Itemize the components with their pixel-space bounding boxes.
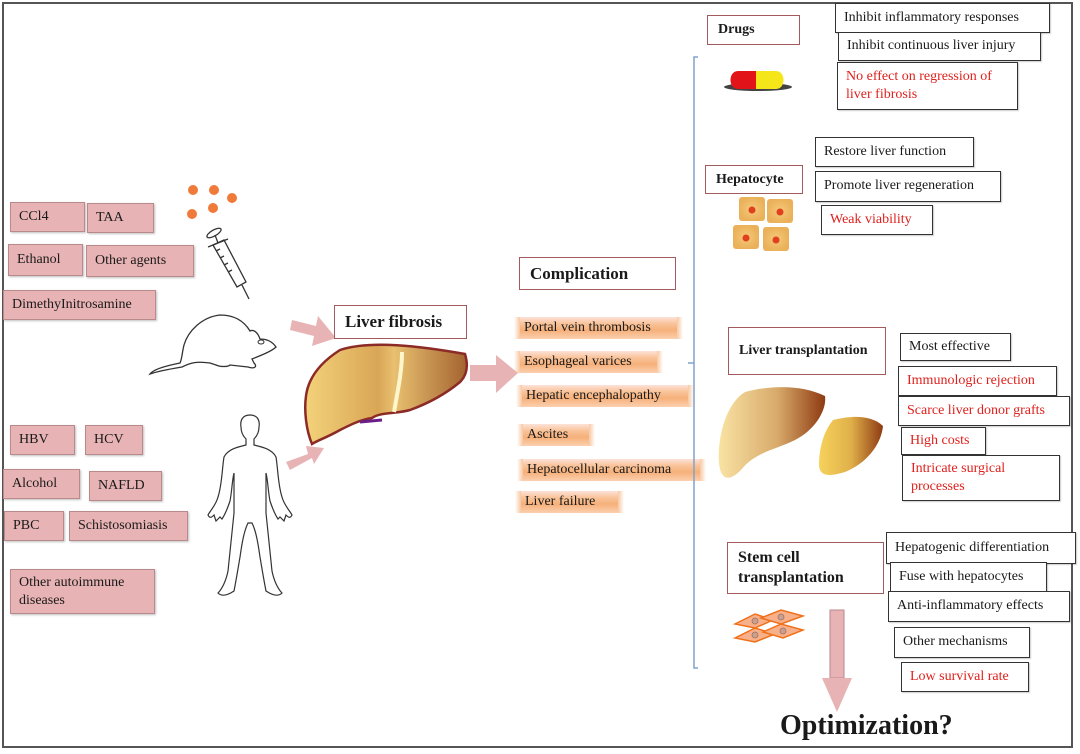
hepatocyte-benefit: Promote liver regeneration (815, 171, 1001, 202)
liver-transplantation-limitation: Scarce liver donor grafts (898, 396, 1070, 426)
arrow-human-to-liver (286, 446, 324, 470)
hepatocyte-limitation: Weak viability (821, 205, 933, 235)
syringe-icon (206, 227, 250, 300)
liver-transplantation-benefit: Most effective (900, 333, 1011, 361)
cause-agent-box: CCl4 (10, 202, 85, 232)
hepatocyte-cells-icon (733, 197, 793, 251)
cause-etiology-box: HCV (85, 425, 143, 455)
cause-agent-box: Other agents (86, 245, 194, 277)
cause-etiology-box: NAFLD (89, 471, 162, 501)
fibrotic-liver-icon (304, 343, 469, 446)
stem-cell-benefit: Other mechanisms (894, 627, 1030, 658)
cause-etiology-box: Other autoimmune diseases (10, 569, 155, 614)
stem-cell-benefit: Anti-inflammatory effects (888, 591, 1070, 622)
cause-etiology-box: PBC (4, 511, 64, 541)
complication-item: Esophageal varices (514, 351, 663, 373)
hepatocyte-benefit: Restore liver function (815, 137, 974, 167)
treatment-liver-transplantation-label: Liver transplantation (728, 327, 886, 375)
complication-item: Liver failure (515, 491, 624, 513)
chemical-dots-icon (187, 185, 237, 219)
stem-cell-benefit: Hepatogenic differentiation (886, 532, 1076, 564)
cause-etiology-box: Schistosomiasis (69, 511, 188, 541)
drugs-benefit: Inhibit inflammatory responses (835, 3, 1050, 33)
liver-transplantation-limitation: Intricate surgical processes (902, 455, 1060, 501)
arrow-liver-to-complication (470, 355, 518, 393)
treatment-hepatocyte-label: Hepatocyte (705, 165, 803, 194)
liver-transplantation-limitation: High costs (901, 427, 986, 455)
human-body-icon (207, 414, 293, 596)
complication-item: Hepatocellular carcinoma (517, 459, 706, 481)
liver-fibrosis-label: Liver fibrosis (334, 305, 467, 339)
treatment-drugs-label: Drugs (707, 15, 800, 45)
cause-etiology-box: Alcohol (3, 469, 80, 499)
cause-agent-box: Ethanol (8, 244, 83, 276)
drugs-limitation: No effect on regression of liver fibrosi… (837, 62, 1018, 110)
arrow-to-optimization (822, 609, 852, 712)
optimization-question: Optimization? (780, 710, 953, 741)
stem-cells-icon (732, 609, 806, 643)
cause-agent-box: TAA (87, 203, 154, 233)
drugs-benefit: Inhibit continuous liver injury (838, 32, 1041, 61)
treatment-stem-cell-label: Stem cell transplantation (727, 542, 884, 594)
rat-icon (148, 314, 277, 376)
stem-cell-benefit: Fuse with hepatocytes (890, 562, 1047, 592)
complication-item: Portal vein thrombosis (514, 317, 683, 339)
cause-agent-box: DimethyInitrosamine (3, 290, 156, 320)
donor-liver-icon (718, 387, 883, 478)
complication-label: Complication (519, 257, 676, 290)
liver-transplantation-limitation: Immunologic rejection (898, 366, 1057, 396)
complication-item: Hepatic encephalopathy (516, 385, 694, 407)
stem-cell-limitation: Low survival rate (901, 662, 1029, 692)
arrow-rat-to-liver (290, 316, 336, 346)
complication-item: Ascites (517, 424, 595, 446)
cause-etiology-box: HBV (10, 425, 75, 455)
capsule-icon (724, 71, 792, 91)
treatment-bracket (688, 56, 698, 669)
